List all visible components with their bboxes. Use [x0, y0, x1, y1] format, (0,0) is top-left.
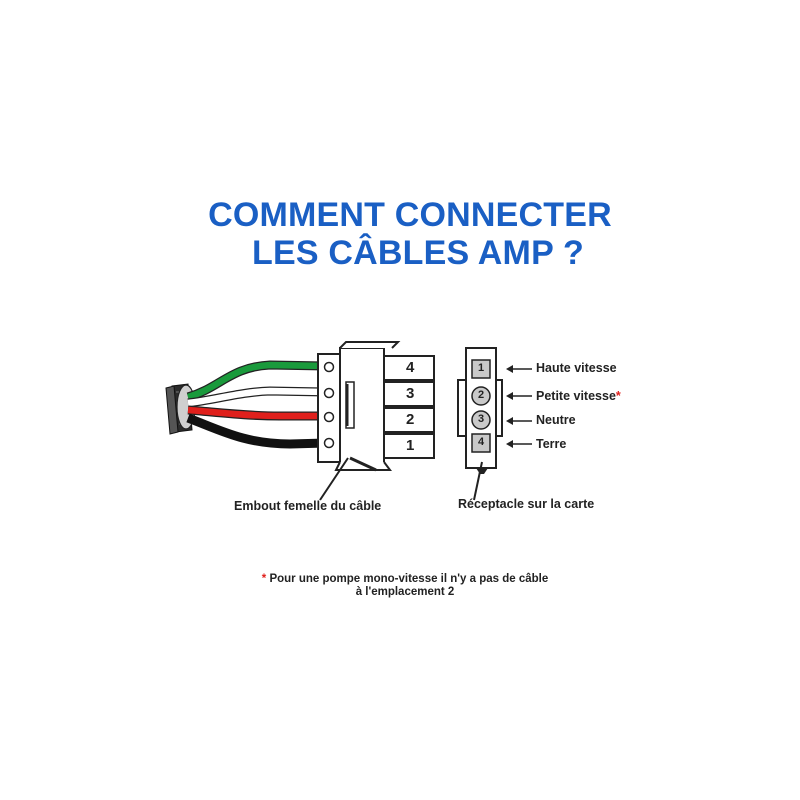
wire-white: [187, 386, 327, 408]
asterisk-mark: *: [615, 389, 621, 403]
plug-hole-1: [323, 437, 335, 449]
label-terre: Terre: [536, 437, 567, 451]
wire-black: [186, 413, 327, 449]
receptacle-slot-2: [471, 386, 491, 406]
receptacle-slot-3: [471, 410, 491, 430]
receptacle-caption: Réceptacle sur la carte: [458, 497, 595, 511]
plug-caption: Embout femelle du câble: [234, 499, 382, 513]
plug-pin-number-2: 2: [406, 411, 415, 428]
receptacle-pin-number-4: 4: [477, 436, 485, 448]
female-plug: [317, 341, 435, 501]
receptacle-pin-number-1: 1: [477, 362, 485, 374]
plug-pin-number-1: 1: [406, 437, 415, 454]
receptacle-slot-1: [471, 359, 491, 379]
plug-hole-2: [323, 411, 335, 423]
plug-hole-4: [323, 361, 335, 373]
footnote-line-1: * Pour une pompe mono-vitesse il n'y a p…: [261, 573, 549, 585]
footnote: * Pour une pompe mono-vitesse il n'y a p…: [0, 573, 800, 599]
page-title-line-1: COMMENT CONNECTER: [208, 196, 612, 234]
receptacle-pin-number-2: 2: [477, 389, 485, 401]
label-neutre: Neutre: [536, 413, 576, 427]
receptacle-slot-4: [471, 433, 491, 453]
board-receptacle: [457, 347, 503, 501]
plug-pin-number-4: 4: [406, 359, 415, 376]
page-title-line-2: LES CÂBLES AMP ?: [252, 234, 584, 272]
receptacle-pin-number-3: 3: [477, 413, 485, 425]
footnote-line-2: à l'emplacement 2: [355, 586, 455, 598]
plug-hole-3: [323, 387, 335, 399]
pin-label-arrows: [506, 365, 532, 448]
wire-green: [186, 360, 327, 402]
wire-red: [187, 405, 326, 421]
label-petite-vitesse: Petite vitesse*: [536, 389, 621, 403]
label-haute-vitesse: Haute vitesse: [536, 361, 617, 375]
plug-pin-number-3: 3: [406, 385, 415, 402]
